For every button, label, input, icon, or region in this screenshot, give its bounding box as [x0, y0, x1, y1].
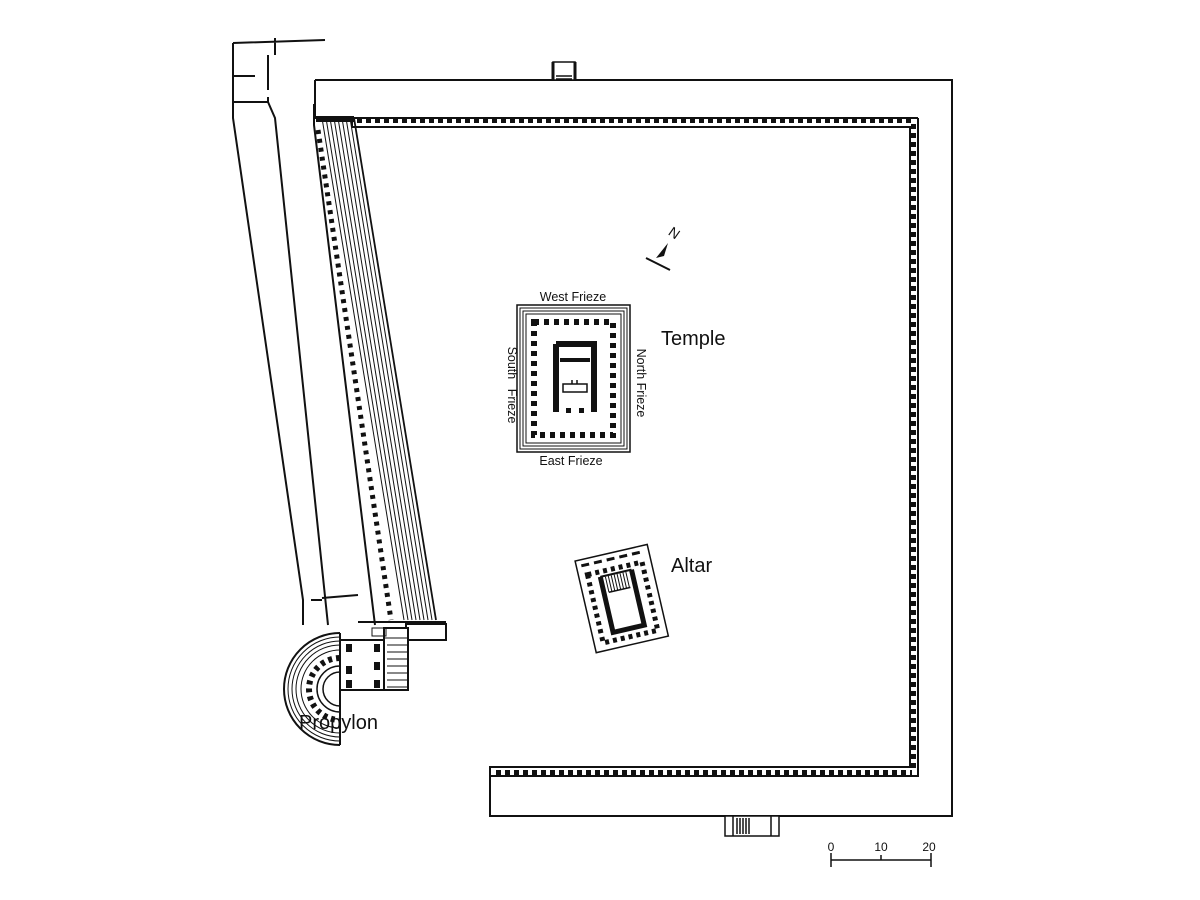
temple-cella	[553, 341, 597, 412]
west-wall	[232, 38, 376, 626]
propylon	[283, 627, 409, 746]
west-wall-end-block	[405, 623, 447, 641]
west-wall-block	[311, 594, 359, 601]
west-wall-top-fragment	[232, 38, 326, 103]
north-gate	[551, 61, 577, 81]
north-arrow: N	[645, 223, 683, 271]
south-gate	[724, 815, 780, 837]
north-arrow-label: N	[666, 223, 683, 242]
propylon-label: Propylon	[299, 712, 378, 734]
west-wall-middle	[267, 101, 329, 626]
west-steps	[321, 117, 437, 621]
outer-wall-outline	[315, 79, 953, 817]
enclosure-walls	[314, 79, 953, 817]
east-frieze-label: East Frieze	[539, 454, 602, 468]
north-frieze-label: North Frieze	[634, 349, 648, 418]
west-steps-cap	[316, 116, 354, 122]
temple-label: Temple	[661, 328, 725, 350]
scale-tick-20: 20	[922, 840, 936, 854]
south-frieze-label: South Frieze	[505, 347, 519, 424]
west-wall-inner	[313, 104, 376, 626]
temple	[516, 304, 631, 453]
scale-bar: 0 10 20	[828, 840, 936, 867]
altar-label: Altar	[671, 555, 712, 577]
east-wall-inner	[490, 118, 919, 777]
altar	[574, 543, 670, 654]
west-wall-outer	[232, 102, 304, 625]
scale-tick-10: 10	[874, 840, 888, 854]
scale-tick-0: 0	[828, 840, 835, 854]
west-frieze-label: West Frieze	[540, 290, 606, 304]
west-stoa-columns	[315, 129, 394, 621]
north-wall-face	[314, 80, 352, 119]
north-arrow-icon	[656, 243, 668, 258]
